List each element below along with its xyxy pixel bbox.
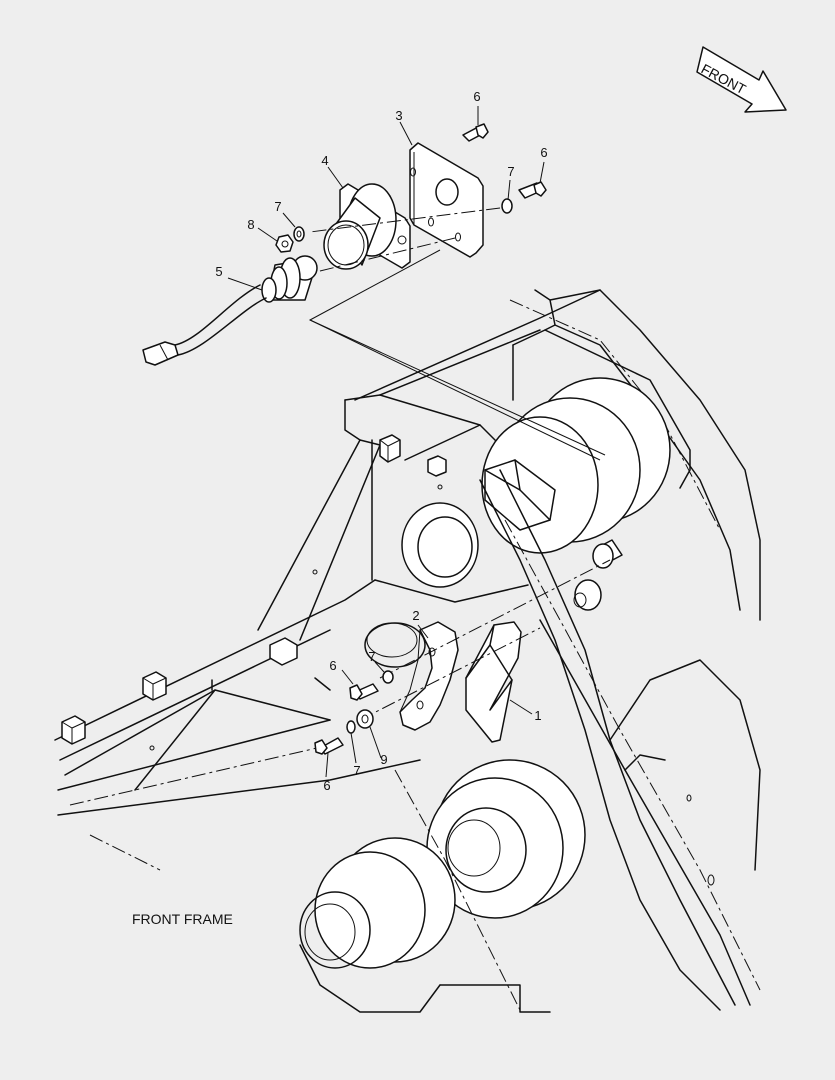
callout-4: 4 <box>321 153 328 168</box>
callout-5: 5 <box>215 264 222 279</box>
callout-7-left: 7 <box>274 199 281 214</box>
callout-6-middle: 6 <box>329 658 336 673</box>
callout-9: 9 <box>380 752 387 767</box>
callout-6-right: 6 <box>540 145 547 160</box>
front-direction-arrow: FRONT <box>696 46 787 113</box>
callout-8: 8 <box>247 217 254 232</box>
callout-7-bottom: 7 <box>353 763 360 778</box>
callouts: 1 2 3 4 5 6 6 6 6 7 7 7 7 8 9 <box>215 89 547 793</box>
callout-2: 2 <box>412 608 419 623</box>
leader-lines <box>227 106 545 778</box>
striker-assembly <box>314 559 611 755</box>
callout-7-right: 7 <box>507 164 514 179</box>
callout-7-middle: 7 <box>368 649 375 664</box>
sensor-assembly <box>142 123 606 461</box>
callout-6-top: 6 <box>473 89 480 104</box>
frame-caption: FRONT FRAME <box>132 911 233 927</box>
front-frame-drawing <box>54 289 761 1013</box>
callout-3: 3 <box>395 108 402 123</box>
callout-6-bottom: 6 <box>323 778 330 793</box>
callout-1: 1 <box>534 708 541 723</box>
